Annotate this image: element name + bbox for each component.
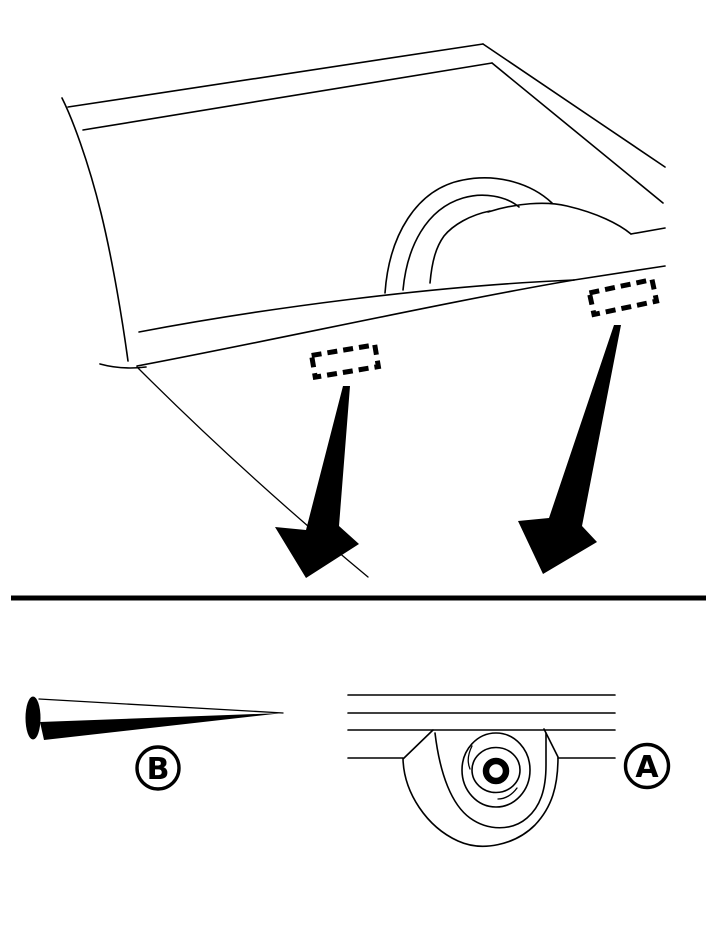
panel-top-edge-inner	[82, 62, 493, 131]
panel-top-edge-outer	[67, 43, 484, 108]
callout-letter-a: A	[635, 750, 659, 785]
clip-location-marker-right	[586, 276, 660, 318]
dashed-rectangle-icon	[586, 276, 660, 318]
clip-coil-connector-left	[467, 745, 473, 770]
clip-coil-outer-circle	[461, 732, 531, 808]
panel-lower-band-right-line	[573, 265, 666, 281]
awl-tool-drawing	[25, 696, 284, 740]
clip-detail-drawing	[347, 694, 616, 847]
handle-dome-tail-line	[630, 227, 666, 235]
callout-circle-a	[623, 742, 671, 790]
clip-band-inner-edge	[434, 732, 547, 829]
panel-bottom-corner-lip	[99, 363, 147, 369]
tailgate-panel-drawing	[61, 43, 666, 578]
clip-grommet-ring	[482, 757, 510, 785]
label-b-callout: B	[135, 745, 181, 791]
clip-coil-connector-bottom	[497, 787, 518, 800]
clip-location-marker-left	[308, 341, 382, 381]
handle-recess-arc-middle	[402, 194, 520, 291]
pointer-arrow-right-icon	[518, 325, 621, 574]
panel-lower-band-upper-line	[138, 279, 575, 333]
dashed-rectangle-icon	[308, 341, 382, 381]
handle-dome-curve	[487, 202, 632, 235]
pointer-arrow-left-icon	[275, 386, 359, 578]
handle-recess-arc-inner	[429, 210, 491, 284]
panel-lower-band-lower-line	[136, 279, 575, 367]
clip-coil-middle-circle	[471, 746, 521, 794]
awl-shaft-wedge	[40, 713, 283, 740]
handle-recess-arc-outer	[384, 177, 553, 294]
panel-right-edge-inner	[491, 62, 664, 204]
callout-letter-b: B	[147, 752, 170, 787]
awl-handle-end	[25, 696, 41, 740]
callout-circle-b	[135, 745, 181, 791]
clip-band-outer-edge	[402, 728, 559, 847]
awl-top-edge	[38, 698, 284, 714]
panel-right-edge-outer	[482, 43, 666, 168]
panel-left-edge	[61, 97, 129, 362]
label-a-callout: A	[623, 742, 671, 790]
